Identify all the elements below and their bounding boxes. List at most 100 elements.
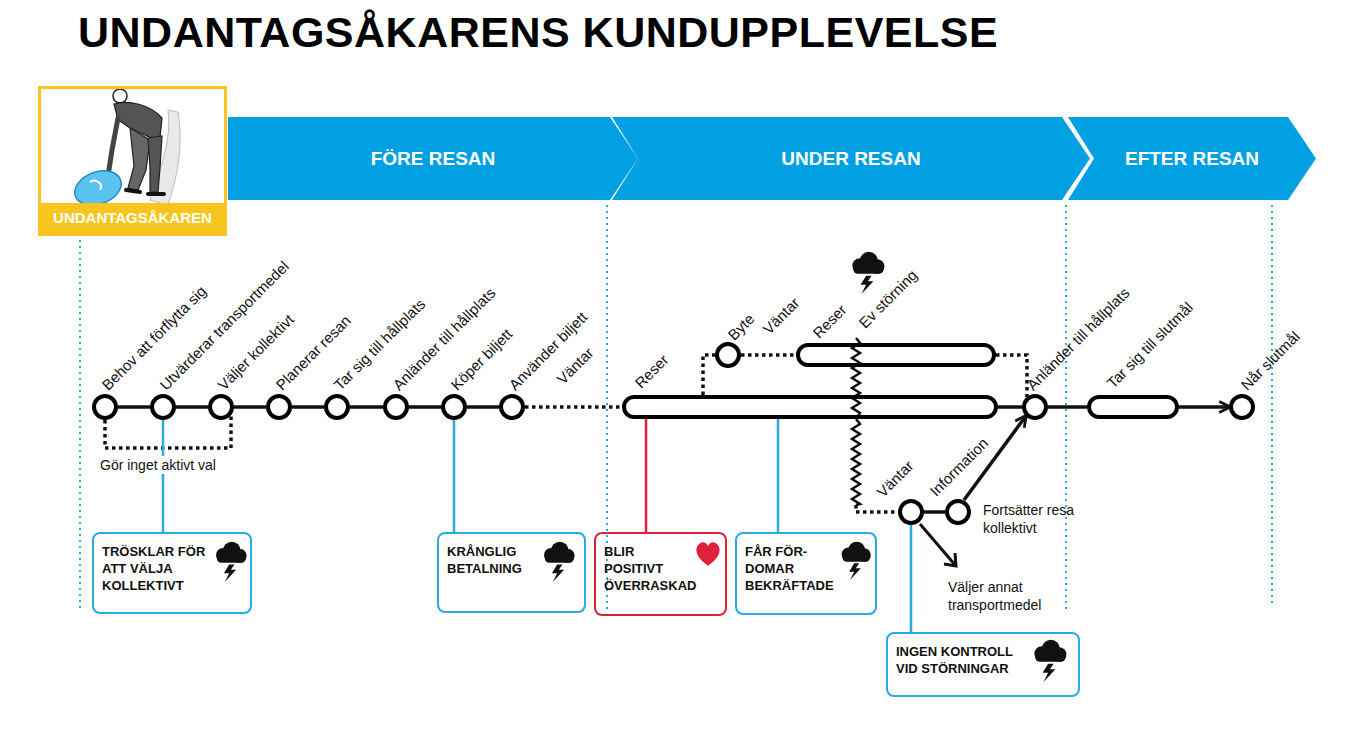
connector <box>741 355 796 356</box>
connector <box>467 407 499 408</box>
band-fill <box>228 117 638 200</box>
step-label: Information <box>926 434 992 500</box>
callout-text: INGEN KONTROLL VID STÖRNINGAR <box>896 643 1031 677</box>
connector-line <box>453 420 456 532</box>
connector-line <box>998 405 1022 409</box>
step-circle: Behov att förflytta sig <box>92 394 118 420</box>
step-circle: Väljer kollektivt <box>208 394 234 420</box>
connector-line <box>105 415 231 448</box>
connector <box>998 407 1022 408</box>
connector <box>525 407 622 408</box>
connector-line <box>176 405 208 409</box>
callout-box: FÅR FÖR- DOMAR BEKRÄFTADE <box>735 532 877 615</box>
callout-box: INGEN KONTROLL VID STÖRNINGAR <box>886 632 1080 697</box>
connector-line <box>292 405 324 409</box>
storm-icon <box>216 542 247 582</box>
phase-band: EFTER RESAN <box>1068 117 1316 200</box>
callout-text: TRÖSKLAR FÖR ATT VÄLJA KOLLEKTIVT <box>102 543 212 594</box>
journey-segment: Tar sig till slutmål <box>1087 395 1179 419</box>
storm-icon <box>842 542 871 580</box>
connector-line <box>162 420 165 532</box>
connector-line <box>1048 405 1087 409</box>
phase-label: UNDER RESAN <box>612 117 1090 200</box>
journey-segment: Reser <box>796 343 996 367</box>
step-label: Behov att förflytta sig <box>98 282 210 394</box>
connector <box>176 407 208 408</box>
connector <box>924 512 945 513</box>
connector-line <box>409 405 441 409</box>
phase-band: UNDER RESAN <box>612 117 1090 200</box>
step-label: Reser <box>631 351 672 392</box>
storm-icon <box>544 542 575 582</box>
callout-text: BLIR POSITIVT ÖVERRASKAD <box>604 543 696 594</box>
note-label: Ev störning <box>855 266 921 332</box>
step-label: Reser <box>809 301 850 342</box>
connector <box>105 415 231 448</box>
connector-line <box>118 405 150 409</box>
connector-label: Gör inget aktivt val <box>100 456 216 474</box>
connector-line <box>741 353 796 357</box>
connector-line <box>1179 405 1229 409</box>
connector-line <box>350 405 383 409</box>
storm-icon <box>852 252 884 294</box>
step-circle: Tar sig till hållplats <box>324 394 350 420</box>
step-circle: Köper biljett <box>441 394 467 420</box>
phase-divider <box>80 205 1272 612</box>
band-fill <box>1068 117 1316 200</box>
connector <box>778 419 779 532</box>
note-label: Väljer annat transportmedel <box>948 578 1070 614</box>
connector-label: Väntar <box>759 294 803 338</box>
heart-icon <box>696 542 719 566</box>
step-circle: Når slutmål <box>1229 394 1255 420</box>
callout-text: FÅR FÖR- DOMAR BEKRÄFTADE <box>745 543 839 594</box>
persona-box: UNDANTAGSÅKAREN <box>38 86 227 236</box>
connector <box>1048 407 1087 408</box>
diagram-title: UNDANTAGSÅKARENS KUNDUPPLEVELSE <box>78 8 998 57</box>
callout-box: BLIR POSITIVT ÖVERRASKAD <box>594 532 727 616</box>
phase-label: EFTER RESAN <box>1068 117 1316 200</box>
connector <box>454 420 455 532</box>
step-label: Anländer till hållplats <box>389 284 499 394</box>
step-circle: Anländer till hållplats <box>1022 394 1048 420</box>
connector <box>118 407 150 408</box>
connector <box>409 407 441 408</box>
step-circle: Information <box>945 499 971 525</box>
connector-line <box>645 419 648 532</box>
step-circle: Byte <box>715 342 741 368</box>
journey-segment: Reser <box>622 395 998 419</box>
connector <box>852 419 898 512</box>
step-circle: Utvärderar transportmedel <box>150 394 176 420</box>
leave-arrow <box>920 524 956 566</box>
traveller-illustration <box>70 89 180 211</box>
connector <box>350 407 383 408</box>
connector <box>646 419 647 532</box>
connector-line <box>467 405 499 409</box>
step-label: Byte <box>724 310 758 344</box>
connector <box>292 407 324 408</box>
connector-line <box>910 525 913 632</box>
connector <box>163 420 164 532</box>
connector-line <box>996 355 1027 397</box>
connector-line <box>924 510 945 514</box>
connector <box>1179 407 1229 408</box>
step-circle: Väntar <box>898 499 924 525</box>
band-fill <box>612 117 1090 200</box>
connector-line <box>856 505 898 512</box>
disruption-zigzag <box>852 338 860 419</box>
connector <box>703 355 715 395</box>
connector-line <box>234 405 266 409</box>
step-circle: Anländer till hållplats <box>383 394 409 420</box>
step-label: Väntar <box>873 457 917 501</box>
callout-text: KRÅNGLIG BETALNING <box>447 543 543 577</box>
note-label: Fortsätter resa kollektivt <box>983 501 1095 537</box>
callout-box: KRÅNGLIG BETALNING <box>437 532 586 613</box>
connector <box>996 355 1027 397</box>
step-circle: Använder biljett <box>499 394 525 420</box>
connector-line <box>525 405 622 409</box>
phase-label: FÖRE RESAN <box>228 117 638 200</box>
storm-icon <box>1034 640 1066 682</box>
connector-line <box>703 355 715 395</box>
connector-line <box>852 419 860 505</box>
